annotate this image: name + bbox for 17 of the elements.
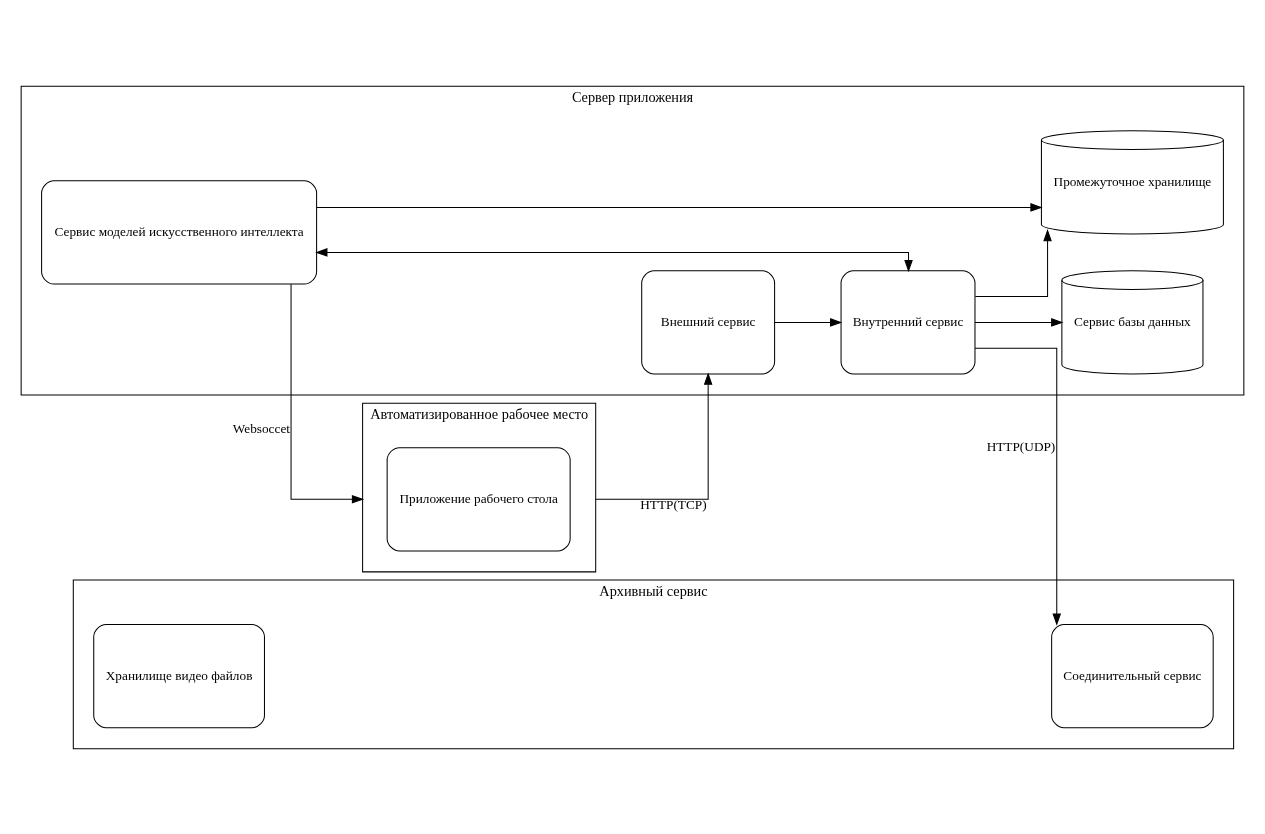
node-box: Сервис моделей искусственного интеллекта [41, 179, 318, 285]
edge-label: HTTP(TCP) [640, 496, 707, 512]
edge-label: HTTP(UDP) [986, 438, 1056, 454]
arrow [974, 317, 1064, 327]
arrow [974, 347, 1062, 626]
arrow [774, 317, 843, 327]
arrow [974, 228, 1052, 297]
node-box: Внутренний сервис [840, 269, 976, 375]
arrow [316, 202, 1043, 212]
edge-label: Websoccet [232, 420, 290, 436]
arrow [595, 372, 713, 500]
node-box: Приложение рабочего стола [386, 446, 571, 551]
arrow [315, 247, 913, 272]
arrow [290, 283, 365, 504]
node-box: Соединительный сервис [1051, 623, 1214, 728]
node-box: Внешний сервис [641, 269, 776, 375]
node-box: Хранилище видео файлов [93, 623, 265, 728]
